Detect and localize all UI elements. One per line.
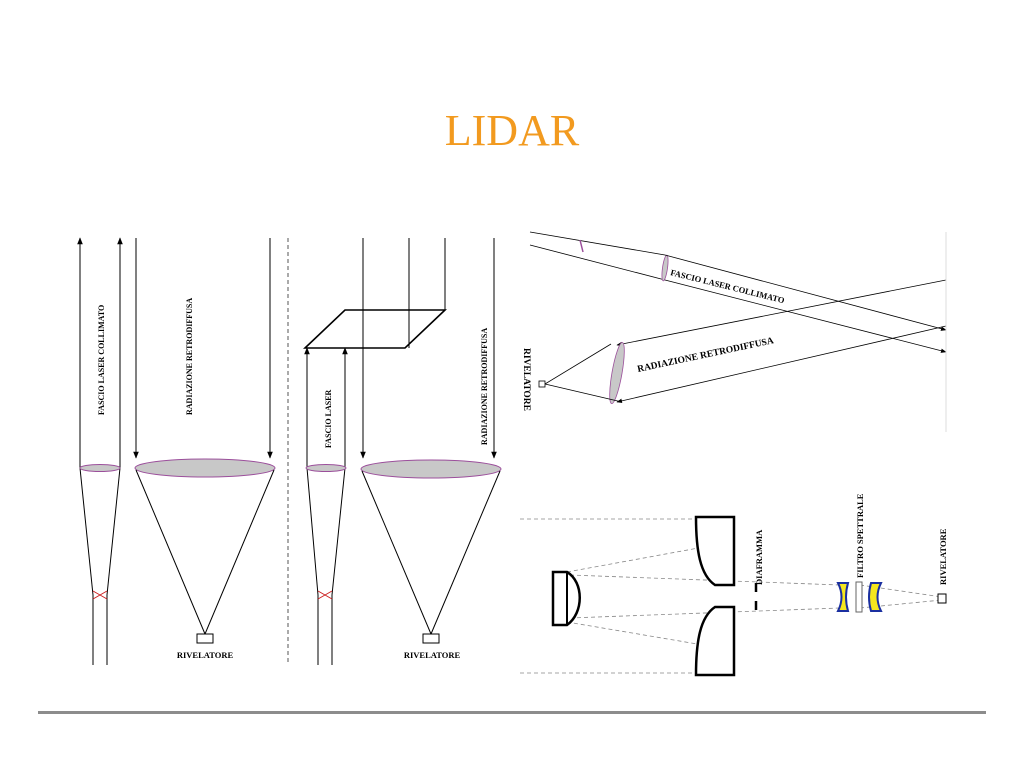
backscatter-lower-arrow (616, 325, 947, 404)
label-fascio-laser-collimato-3: FASCIO LASER COLLIMATO (670, 267, 786, 305)
detector-box (196, 633, 214, 644)
label-radiazione-retrodiffusa: RADIAZIONE RETRODIFFUSA (185, 298, 194, 415)
telescope-optics-panel (520, 515, 947, 677)
label-rivelatore-2: RIVELATORE (404, 650, 461, 660)
label-rivelatore-1: RIVELATORE (177, 650, 234, 660)
filter-lens-1 (836, 582, 850, 612)
primary-mirror-lower (694, 605, 736, 677)
detector-box-4 (937, 593, 947, 604)
receiver-lens (134, 458, 276, 478)
label-fascio-laser-collimato: FASCIO LASER COLLIMATO (97, 305, 106, 415)
coaxial-lidar-panel (302, 238, 502, 665)
label-filtro-spettrale: FILTRO SPETTRALE (855, 493, 865, 578)
laser-beam-lower-arrow (664, 279, 947, 353)
label-diaframma: DIAFRAMMA (754, 529, 764, 585)
slide-title: LIDAR (444, 106, 580, 155)
backscatter-upper-arrow (616, 279, 947, 347)
biaxial-lidar-panel (77, 237, 276, 665)
periscope-mirror (302, 309, 448, 349)
label-rivelatore-4: RIVELATORE (938, 528, 948, 585)
spectral-filter (855, 581, 863, 613)
laser-beam-upper-arrow (664, 254, 947, 331)
label-fascio-laser: FASCIO LASER (324, 389, 333, 448)
perspective-panel (529, 231, 947, 432)
label-rivelatore-3: RIVELATORE (521, 348, 531, 411)
label-radiazione-retrodiffusa-2: RADIAZIONE RETRODIFFUSA (480, 328, 489, 445)
beam-expander-lens (79, 464, 121, 472)
primary-mirror-upper (694, 515, 736, 587)
label-radiazione-retrodiffusa-3: RADIAZIONE RETRODIFFUSA (637, 336, 775, 375)
filter-lens-2 (868, 582, 883, 612)
footer-rule (38, 711, 986, 714)
